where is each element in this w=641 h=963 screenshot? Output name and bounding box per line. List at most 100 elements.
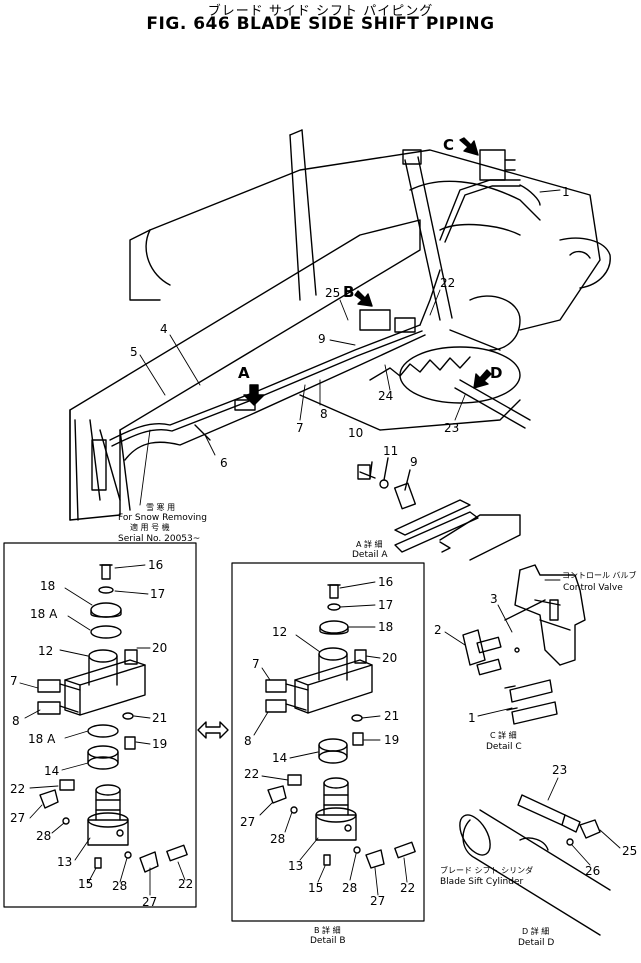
ld-18a-lower: 18 A	[28, 732, 56, 746]
left-detail-labels: 16 17 18 18 A 12 20 7 8 21 18 A 19 14 22…	[10, 558, 193, 909]
ld-8: 8	[12, 714, 20, 728]
callout-7: 7	[296, 421, 304, 435]
ld-16: 16	[148, 558, 163, 572]
detail-b-caption: Detail B	[310, 936, 346, 946]
callout-a-9: 9	[410, 455, 418, 469]
db-7: 7	[252, 657, 260, 671]
db-13: 13	[288, 859, 303, 873]
dc-3: 3	[490, 592, 498, 606]
dd-23: 23	[552, 763, 567, 777]
callout-9: 9	[318, 332, 326, 346]
arrow-down-icon	[243, 137, 492, 406]
detail-pointer-letters: A B C D	[238, 136, 502, 382]
db-22: 22	[244, 767, 259, 781]
ld-28: 28	[36, 829, 51, 843]
detail-b-caption-jp: B 詳 細	[314, 925, 341, 935]
pointer-b: B	[343, 283, 354, 301]
detail-a-caption: Detail A	[352, 550, 388, 560]
ld-13: 13	[57, 855, 72, 869]
note-line2: Serial No. 20053~	[118, 534, 200, 544]
left-detail-frame	[3, 542, 197, 908]
ld-15: 15	[78, 877, 93, 891]
db-21: 21	[384, 709, 399, 723]
note-jp: 雪 寒 用	[146, 502, 175, 512]
pointer-c: C	[443, 136, 454, 154]
callout-4: 4	[160, 322, 168, 336]
db-16: 16	[378, 575, 393, 589]
note-line1: For Snow Removing	[118, 513, 207, 523]
double-arrow-icon	[197, 721, 229, 739]
left-detail-drawing	[37, 564, 188, 873]
page-title-jp: ブレード サイド シフト パイピング	[207, 4, 434, 19]
db-15: 15	[308, 881, 323, 895]
detail-b-labels: 16 17 18 12 20 7 8 21 19 14 22 27 28 13 …	[240, 575, 415, 946]
ld-28b: 28	[112, 879, 127, 893]
db-19: 19	[384, 733, 399, 747]
blade-cylinder-jp: ブレード シフト シリンダ	[440, 865, 533, 875]
leader-lines-d	[547, 777, 621, 866]
ld-22b: 22	[178, 877, 193, 891]
dd-26: 26	[585, 864, 600, 878]
callout-8: 8	[320, 407, 328, 421]
detail-a-labels: 9 10 11 A 詳 細 Detail A	[348, 426, 418, 560]
detail-c-labels: 3 2 1 コントロール バルブ Control Valve C 詳 細 Det…	[434, 570, 637, 752]
db-27: 27	[240, 815, 255, 829]
db-17: 17	[378, 598, 393, 612]
control-valve-jp: コントロール バルブ	[562, 570, 637, 580]
callout-5: 5	[130, 345, 138, 359]
detail-c-caption: Detail C	[486, 742, 522, 752]
ld-12: 12	[38, 644, 53, 658]
detail-d-caption-jp: D 詳 細	[522, 926, 549, 936]
db-22b: 22	[400, 881, 415, 895]
ld-17: 17	[150, 587, 165, 601]
dd-25: 25	[622, 844, 637, 858]
ld-18: 18	[40, 579, 55, 593]
leader-lines-b	[253, 581, 408, 896]
main-assembly-drawing	[69, 129, 611, 521]
ld-18a: 18 A	[30, 607, 58, 621]
control-valve-label: Control Valve	[563, 583, 623, 593]
pointer-d: D	[490, 364, 502, 382]
detail-b-drawing	[265, 584, 416, 869]
ld-14: 14	[44, 764, 59, 778]
callout-24: 24	[378, 389, 393, 403]
db-8: 8	[244, 734, 252, 748]
pointer-a: A	[238, 364, 250, 382]
db-14: 14	[272, 751, 287, 765]
detail-a-drawing	[357, 457, 521, 561]
db-18: 18	[378, 620, 393, 634]
detail-c-caption-jp: C 詳 細	[490, 730, 517, 740]
blade-cylinder-label: Blade Sift Cylinder	[440, 877, 523, 887]
leader-lines-c	[444, 579, 561, 717]
detail-c-drawing	[462, 564, 586, 725]
ld-7: 7	[10, 674, 18, 688]
ld-27: 27	[10, 811, 25, 825]
db-28b: 28	[342, 881, 357, 895]
dc-1: 1	[468, 711, 476, 725]
detail-d-caption: Detail D	[518, 938, 554, 948]
callout-22: 22	[440, 276, 455, 290]
ld-27b: 27	[142, 895, 157, 909]
db-27b: 27	[370, 894, 385, 908]
main-callouts: 1 4 5 6 7 8 9 22 23 24 25	[130, 185, 570, 470]
page-title: FIG. 646 BLADE SIDE SHIFT PIPING	[146, 14, 495, 34]
detail-d-labels: 23 25 26 ブレード シフト シリンダ Blade Sift Cylind…	[440, 763, 637, 948]
db-20: 20	[382, 651, 397, 665]
callout-1: 1	[562, 185, 570, 199]
db-12: 12	[272, 625, 287, 639]
db-28: 28	[270, 832, 285, 846]
detail-b-frame	[231, 562, 425, 922]
ld-20: 20	[152, 641, 167, 655]
callout-a-11: 11	[383, 444, 398, 458]
dc-2: 2	[434, 623, 442, 637]
callout-23: 23	[444, 421, 459, 435]
ld-21: 21	[152, 711, 167, 725]
ld-19: 19	[152, 737, 167, 751]
callout-6: 6	[220, 456, 228, 470]
callout-a-10: 10	[348, 426, 363, 440]
note-jp2: 適 用 号 機	[130, 522, 170, 532]
leader-lines-left	[19, 564, 186, 896]
detail-a-caption-jp: A 詳 細	[356, 539, 383, 549]
leader-lines-main	[139, 189, 561, 506]
